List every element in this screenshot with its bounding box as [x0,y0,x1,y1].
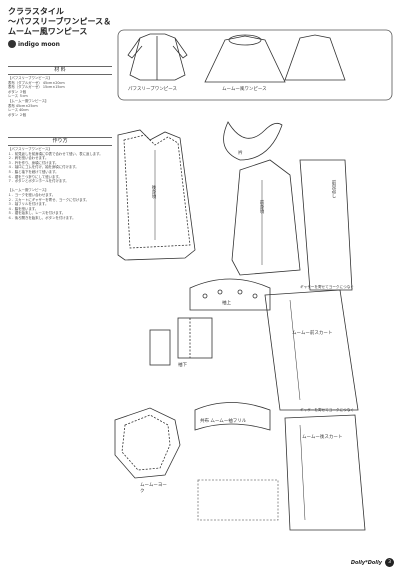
title-line: クララスタイル [8,7,64,16]
footer-brand: Dolly*Dolly [350,560,382,566]
illustration-frame [117,29,393,101]
sleeve-label: 袖上 [222,301,231,306]
yoke-piece [114,407,181,479]
title-line: ～パフスリーブワンピース＆ [8,17,112,26]
back-skirt-label: ムームー後スカート [302,435,343,440]
materials-text: 【パフスリーブワンピース】 表布（ダブルガーゼ） 45cm×20cm 表布（ダブ… [8,76,65,117]
collar-label: 衿 [238,151,243,156]
page-title: クララスタイル ～パフスリーブワンピース＆ ムームー風ワンピース [8,7,118,37]
dress2-illustration [204,34,346,83]
page-number: 3 [385,558,394,567]
gather-note: ギャザーを寄せてヨークにつなぐ [300,285,354,289]
materials-heading: 材 料 [8,66,112,75]
yoke-label: ムームーヨーク [140,483,167,494]
howto-heading: 作り方 [8,137,112,146]
title-line: ムームー風ワンピース [8,27,88,36]
cuff-label: 袖下 [178,363,187,368]
brand-name: indigo moon [18,41,60,48]
front-skirt-piece [264,289,359,411]
dress1-illustration [127,33,188,81]
howto-text: 【パフスリーブワンピース】 １．前見返しを前身頃に中表で合わせて縫い、表に返しま… [8,147,103,220]
front-facing-label: 前見返し [331,180,336,198]
dress1-caption: パフスリーブワンピース [128,87,178,92]
gather-note: ギャザーを寄せてヨークにつなぐ [300,408,354,412]
frill-piece [194,402,271,431]
brand-logo-icon [8,40,16,48]
frill-label: 共布 ムームー袖フリル [200,419,247,424]
front-facing-piece [299,159,353,291]
cuff-piece [177,317,213,359]
front-skirt-label: ムームー前スカート [292,331,333,336]
front-bodice-piece [231,159,301,276]
front-bodice-label: 前身頃 [259,200,264,214]
back-skirt-piece [284,414,366,531]
collar-piece [223,121,283,161]
back-bodice-label: 後身頃 [151,185,156,199]
sleeve-piece [189,278,271,311]
dress2-caption: ムームー風ワンピース [222,87,267,92]
